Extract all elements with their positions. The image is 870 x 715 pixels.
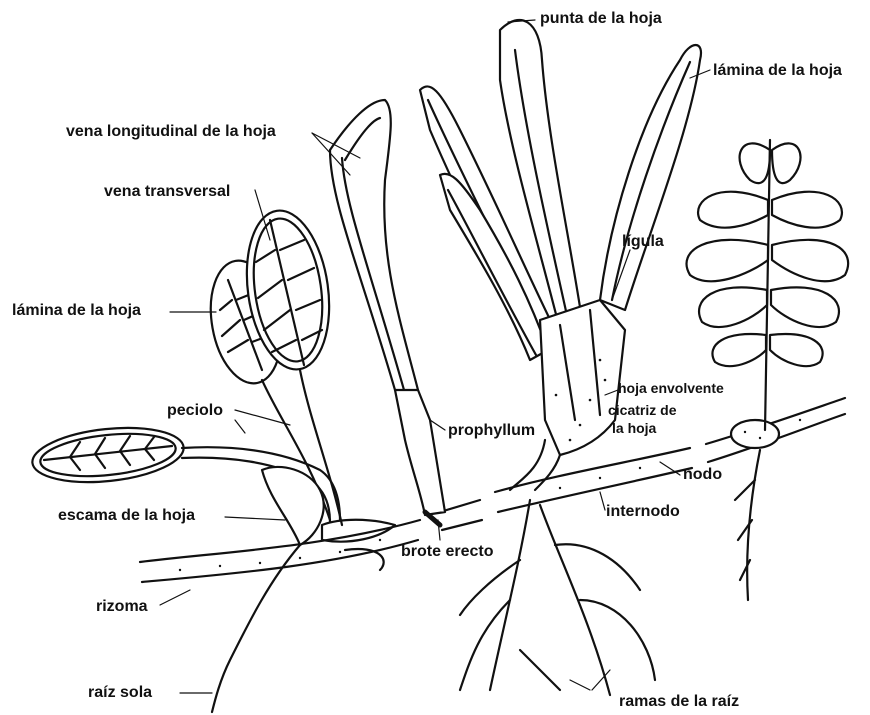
label-ramas-raiz: ramas de la raíz — [619, 693, 739, 711]
label-cicatriz: cicatriz de — [608, 402, 676, 418]
left-plant — [30, 205, 395, 712]
label-brote-erecto: brote erecto — [401, 543, 493, 561]
label-peciolo: peciolo — [167, 402, 223, 420]
label-lamina-left: lámina de la hoja — [12, 302, 141, 320]
right-plant — [687, 140, 849, 600]
label-vena-transversal: vena transversal — [104, 183, 230, 201]
label-lamina-right: lámina de la hoja — [713, 62, 842, 80]
label-prophyllum: prophyllum — [448, 422, 535, 440]
label-vena-longitudinal: vena longitudinal de la hoja — [66, 123, 276, 141]
label-internodo: internodo — [606, 503, 680, 521]
center-plant — [420, 20, 701, 490]
label-hoja-envolvente: hoja envolvente — [618, 380, 724, 396]
erect-shoot — [330, 100, 445, 525]
label-raiz-sola: raíz sola — [88, 684, 152, 702]
label-escama: escama de la hoja — [58, 507, 195, 525]
label-punta-hoja: punta de la hoja — [540, 10, 662, 28]
label-rizoma: rizoma — [96, 598, 148, 616]
label-nodo: nodo — [683, 466, 722, 484]
label-ligula: lígula — [622, 233, 664, 251]
label-cicatriz-2: la hoja — [612, 420, 656, 436]
center-roots — [460, 500, 655, 695]
